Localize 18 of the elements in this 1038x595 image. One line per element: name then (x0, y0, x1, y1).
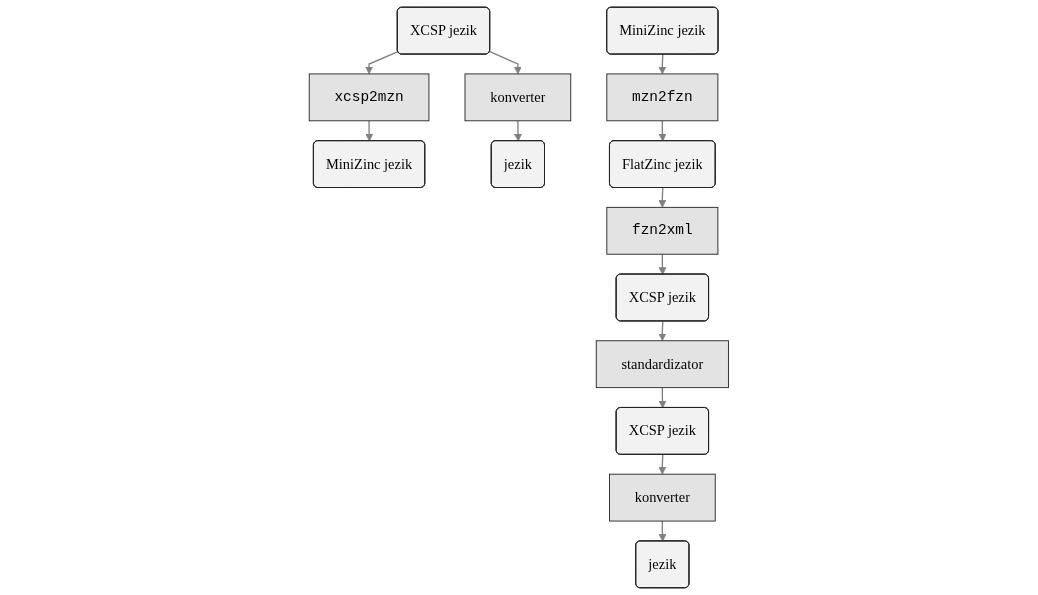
node-box: fzn2xml (606, 206, 719, 255)
arrow (658, 253, 667, 275)
node-box: mzn2fzn (606, 73, 719, 122)
arrow (658, 53, 667, 75)
arrow (658, 386, 667, 409)
node-box: xcsp2mzn (308, 73, 430, 122)
node-box: konverter (464, 73, 572, 122)
arrow (658, 454, 667, 475)
node-box: standardizator (595, 340, 730, 389)
arrow (489, 51, 522, 75)
arrow (658, 520, 667, 542)
arrow (658, 187, 667, 208)
arrow (658, 320, 667, 342)
arrow (514, 120, 523, 142)
arrow (365, 120, 374, 142)
arrow (658, 120, 667, 142)
arrow (365, 51, 399, 75)
node-box: konverter (609, 473, 716, 522)
